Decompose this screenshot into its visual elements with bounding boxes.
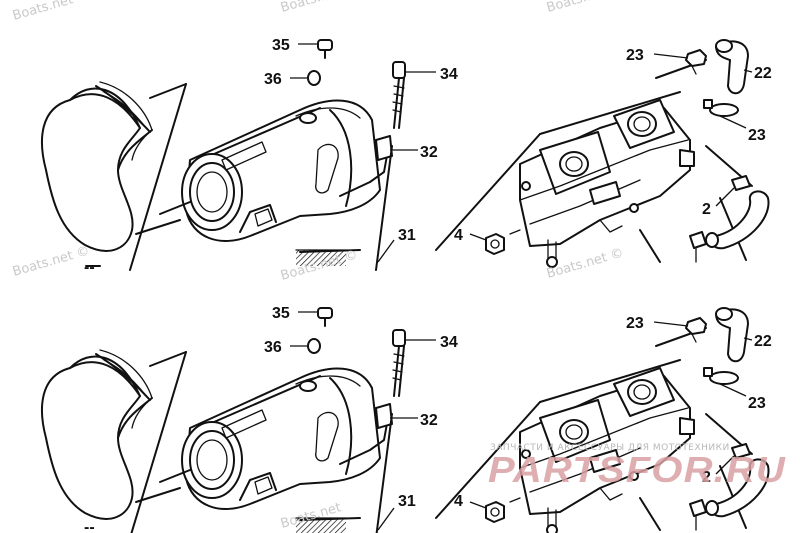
callout-2: 2 [702,201,711,218]
callouts-top: 35 36 34 32 31 23 22 23 2 4 -- [84,37,772,276]
callout-34: 34 [440,334,458,351]
callout-4: 4 [454,493,463,510]
callout-4: 4 [454,227,463,244]
watermark: Boats.net [545,0,609,16]
watermark: Boats.net [11,0,75,24]
callout-32: 32 [420,412,438,429]
callout-35: 35 [272,37,290,54]
callout-31: 31 [398,227,416,244]
callout-23: 23 [748,127,766,144]
brand-tagline: ЗАПЧАСТИ И АКСЕССУАРЫ ДЛЯ МОТОТЕХНИКИ [490,443,730,453]
callout-23: 23 [748,395,766,412]
brand-logo: PARTSFOR.RU [488,449,786,490]
watermark: Boats.net © [11,244,91,280]
watermark: Boats.net © [545,246,625,282]
callout-partial: -- [84,259,95,276]
callout-34: 34 [440,66,458,83]
watermark: Boats.net [279,0,343,16]
callout-23: 23 [626,47,644,64]
callouts-bottom: 35 36 34 32 31 23 22 23 2 4 -- [84,305,772,533]
callout-partial: -- [84,519,95,533]
callout-35: 35 [272,305,290,322]
callout-36: 36 [264,339,282,356]
callout-36: 36 [264,71,282,88]
callout-22: 22 [754,333,772,350]
brand-overlay: ЗАПЧАСТИ И АКСЕССУАРЫ ДЛЯ МОТОТЕХНИКИ PA… [488,443,786,490]
callout-32: 32 [420,144,438,161]
callout-22: 22 [754,65,772,82]
callout-23: 23 [626,315,644,332]
callout-31: 31 [398,493,416,510]
callout-2: 2 [702,469,711,486]
